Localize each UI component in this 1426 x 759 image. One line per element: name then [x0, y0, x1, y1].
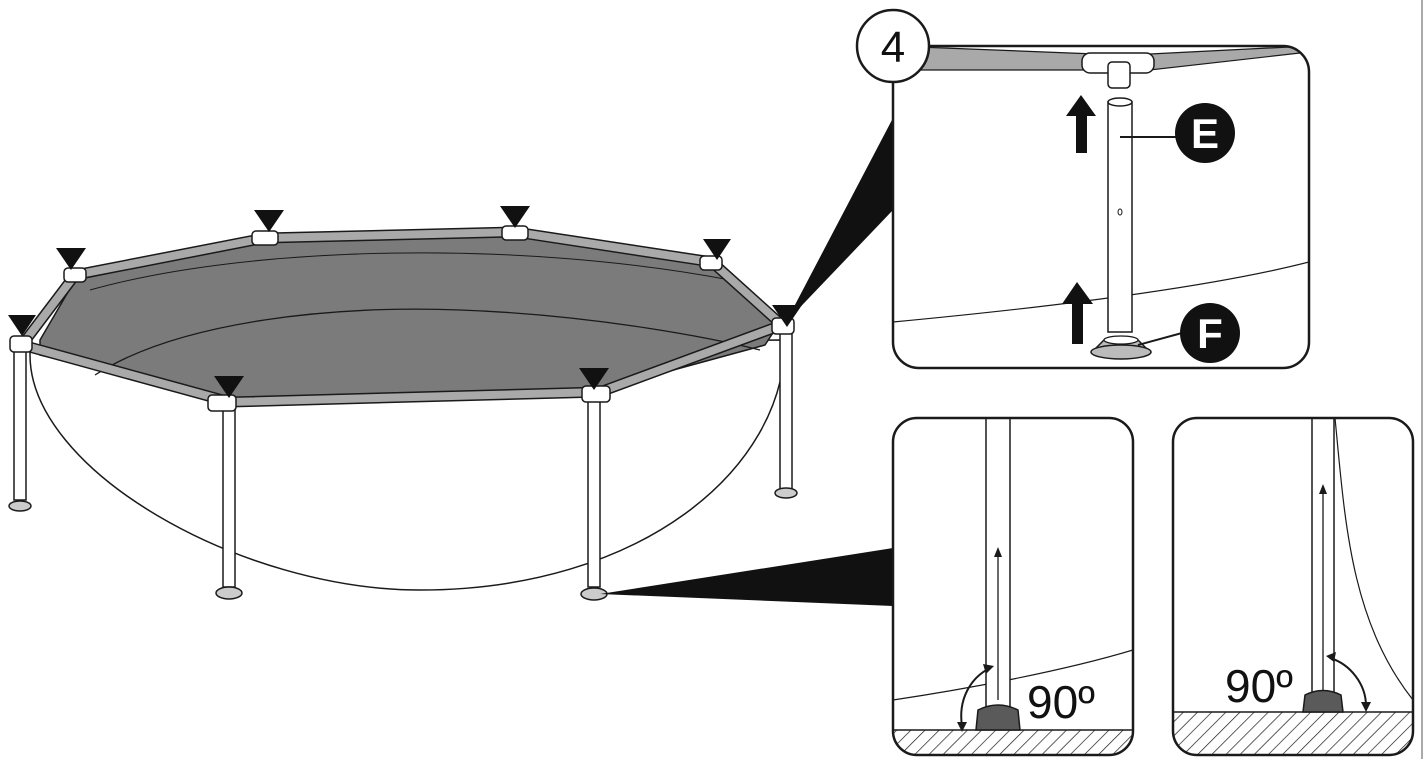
- angle-label-right: 90º: [1225, 660, 1293, 712]
- t-connector: [501, 225, 529, 241]
- detail-panel-angle-left: 90º: [891, 416, 1135, 757]
- down-triangle-icon: [8, 315, 36, 336]
- callout-wedge-top: [786, 118, 893, 322]
- down-triangle-icon: [703, 239, 731, 260]
- leg: [779, 329, 793, 491]
- ground-hatch: [1173, 712, 1413, 755]
- step-number: 4: [881, 23, 905, 72]
- down-triangle-icon: [500, 206, 530, 228]
- t-connector: [9, 335, 33, 353]
- down-triangle-icon: [579, 368, 609, 390]
- leg: [587, 394, 601, 588]
- part-badge-f: F: [1180, 303, 1240, 363]
- leg-foot: [975, 704, 1021, 731]
- callout-wedge-bottom: [600, 548, 893, 606]
- part-label-f: F: [1197, 310, 1223, 357]
- leg: [222, 404, 236, 588]
- liner-inner-edge: [94, 308, 761, 376]
- liner-far-edge: [89, 252, 731, 291]
- detail-panel-pole: E F 4: [855, 8, 1311, 370]
- t-connector: [699, 255, 723, 271]
- leg: [13, 347, 27, 501]
- ground-hatch: [893, 730, 1133, 755]
- detail-panel-angle-right: 90º: [1171, 416, 1415, 757]
- double-arrow-arc-icon: [1326, 652, 1371, 712]
- t-connector: [63, 267, 87, 283]
- leg-foot: [1302, 689, 1344, 713]
- pole-foot: [1090, 335, 1152, 360]
- step-number-badge: 4: [855, 8, 931, 84]
- leg-foot: [215, 586, 243, 600]
- t-connector: [251, 230, 279, 246]
- angle-label-left: 90º: [1027, 676, 1095, 728]
- down-triangle-icon: [254, 210, 284, 232]
- detail-panel-frame: [891, 44, 1311, 370]
- pool-illustration: [8, 206, 802, 601]
- part-label-e: E: [1191, 110, 1219, 157]
- leg-foot: [774, 487, 798, 499]
- down-triangle-icon: [214, 376, 244, 398]
- t-connector: [207, 394, 237, 412]
- up-arrow-icon: [1066, 95, 1096, 153]
- double-arrow-arc-icon: [957, 664, 994, 732]
- leg-foot: [8, 500, 32, 512]
- down-triangle-icon: [56, 248, 86, 270]
- detail-panel-frame: [891, 416, 1135, 757]
- t-connector: [581, 385, 611, 403]
- up-arrow-icon: [1062, 282, 1093, 344]
- detail-panel-frame: [1171, 416, 1415, 757]
- part-badge-e: E: [1175, 103, 1235, 163]
- pool-legs: [8, 329, 798, 601]
- pole: [1107, 97, 1133, 333]
